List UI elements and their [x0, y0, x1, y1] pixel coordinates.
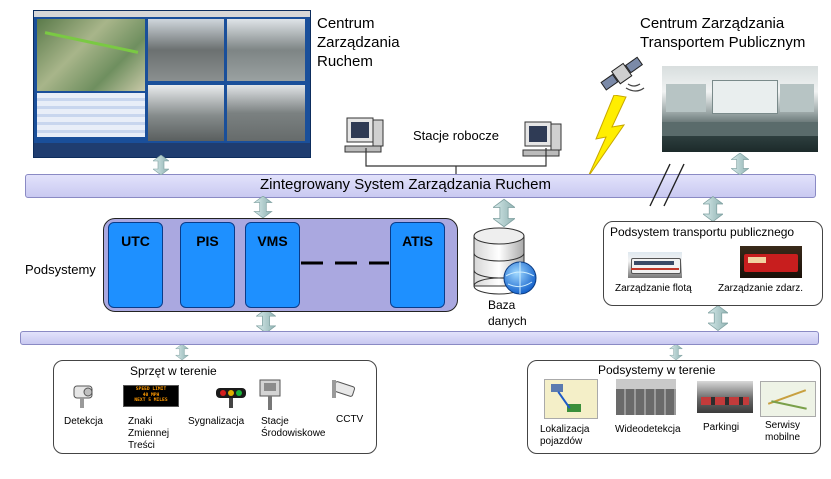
- parking-label: Parkingi: [703, 422, 740, 433]
- database-label: Baza danych: [488, 298, 527, 328]
- cctv-label: CCTV: [336, 414, 364, 425]
- arrow-lower-bar-to-hardware: [174, 344, 190, 360]
- arrow-traffic-to-bar: [153, 155, 169, 175]
- public-transport-title: Podsystem transportu publicznego: [610, 225, 795, 239]
- vms-sign-text: SPEED LIMIT 40 MPH NEXT 5 MILES: [134, 387, 168, 404]
- workstation-icon-left: [344, 117, 384, 153]
- module-vms: VMS: [245, 222, 300, 308]
- fire-truck-photo: [740, 246, 802, 278]
- module-ellipsis-dashes: [301, 261, 389, 265]
- vehicle-location-label: Lokalizacja pojazdów: [540, 424, 590, 447]
- mobile-services-image: [760, 381, 816, 417]
- incident-management-label: Zarządzanie zdarz.: [718, 283, 804, 294]
- arrow-lower-bar-to-field-subsystems: [668, 344, 684, 360]
- field-subsystems-title: Podsystemy w terenie: [598, 363, 716, 377]
- arrow-transport-to-bar: [731, 153, 749, 175]
- vms-signs-label: Znaki Zmiennej Treści: [128, 416, 170, 451]
- satellite-icon: [600, 56, 645, 92]
- link-break-mark: [649, 163, 685, 207]
- module-utc-label: UTC: [121, 233, 150, 249]
- lightning-bolt-icon: [587, 95, 627, 177]
- mobile-services-label: Serwisy mobilne: [765, 420, 801, 443]
- database-icon: [473, 227, 537, 295]
- field-hardware-title: Sprzęt w terenie: [130, 364, 217, 378]
- workstation-icon-right: [522, 121, 562, 157]
- weather-station-icon: [259, 379, 281, 410]
- arrow-bar-to-subsystems: [253, 196, 273, 218]
- module-pis: PIS: [180, 222, 235, 308]
- detection-sensor-icon: [73, 385, 93, 408]
- integrated-system-bar: [25, 174, 816, 198]
- field-network-bar: [20, 331, 819, 345]
- video-detection-image: [616, 379, 676, 415]
- module-atis: ATIS: [390, 222, 445, 308]
- module-utc: UTC: [108, 222, 163, 308]
- module-atis-label: ATIS: [402, 233, 433, 249]
- parking-image: [697, 381, 753, 413]
- module-vms-label: VMS: [257, 233, 288, 249]
- environmental-stations-label: Stacje Środowiskowe: [261, 416, 326, 439]
- cctv-camera-icon: [332, 380, 356, 398]
- bus-photo: [628, 252, 682, 278]
- module-pis-label: PIS: [196, 233, 219, 249]
- subsystems-label: Podsystemy: [25, 262, 96, 277]
- traffic-light-icon: [216, 388, 246, 408]
- vehicle-location-image: [544, 379, 598, 419]
- transport-center-photo: [662, 66, 818, 152]
- traffic-center-title: Centrum Zarządzania Ruchem: [317, 15, 400, 70]
- arrow-bar-to-database: [493, 198, 515, 228]
- arrow-subsystems-to-lower-bar: [256, 309, 276, 333]
- field-hardware-panel: [53, 360, 377, 454]
- workstations-label: Stacje robocze: [413, 128, 499, 143]
- arrow-public-transport-to-lower-bar: [708, 305, 728, 331]
- transport-center-title: Centrum Zarządzania Transportem Publiczn…: [640, 15, 806, 51]
- fleet-management-label: Zarządzanie flotą: [615, 283, 692, 294]
- integrated-system-label: Zintegrowany System Zarządzania Ruchem: [260, 176, 551, 193]
- traffic-center-screenshot: [33, 10, 311, 158]
- detection-label: Detekcja: [64, 416, 103, 427]
- video-detection-label: Wideodetekcja: [615, 424, 681, 435]
- signaling-label: Sygnalizacja: [188, 416, 245, 427]
- arrow-bar-to-public-transport: [703, 196, 723, 222]
- vms-sign-icon: SPEED LIMIT 40 MPH NEXT 5 MILES: [123, 385, 179, 407]
